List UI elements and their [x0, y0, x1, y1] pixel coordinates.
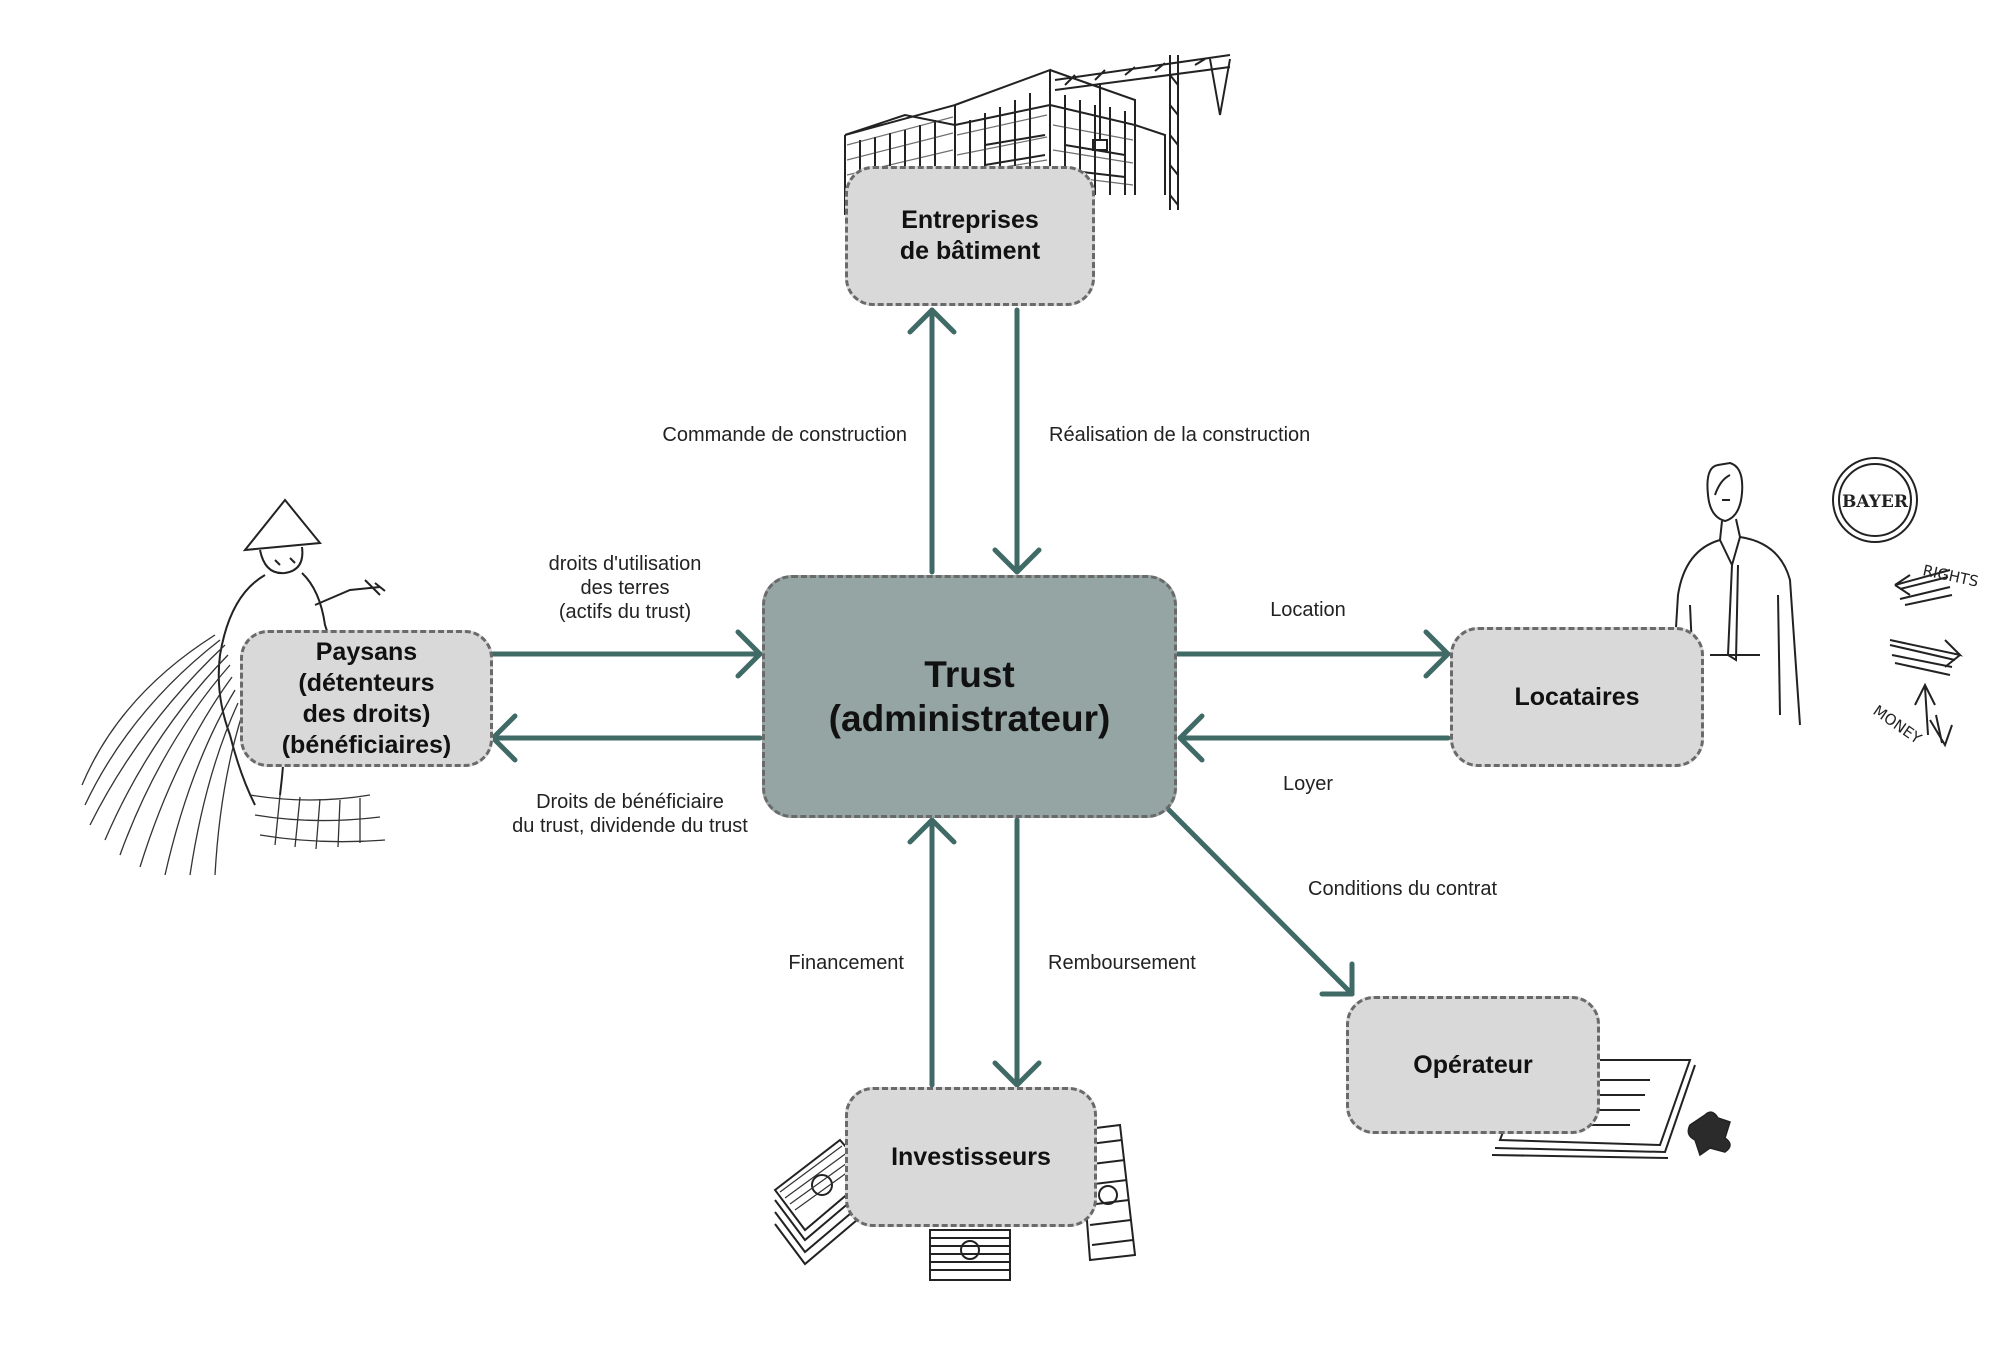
label-financement: Financement [788, 952, 904, 974]
label-realisation-construction: Réalisation de la construction [1049, 424, 1311, 446]
arrow-conditions-contrat [1164, 805, 1355, 997]
investisseurs-node: Investisseurs [845, 1087, 1097, 1227]
label-droits-utilisation: droits d'utilisation des terres [548, 553, 702, 599]
label-droits-beneficiaire: Droits de bénéficiaire du trust, dividen… [512, 791, 748, 837]
label-conditions-contrat: Conditions du contrat [1308, 878, 1498, 900]
paysans-node: Paysans (détenteurs des droits) (bénéfic… [240, 630, 493, 767]
label-commande-construction: Commande de construction [662, 424, 907, 446]
arrow-financement [907, 817, 957, 1088]
arrow-loyer [1177, 713, 1451, 763]
entreprises-node: Entreprises de bâtiment [845, 166, 1095, 306]
label-loyer: Loyer [1282, 773, 1334, 795]
locataires-node: Locataires [1450, 627, 1704, 767]
trust-node: Trust (administrateur) [762, 575, 1177, 818]
label-actifs-trust: (actifs du trust) [558, 601, 692, 623]
label-remboursement: Remboursement [1048, 952, 1196, 974]
arrow-commande-construction [907, 307, 957, 575]
operateur-node: Opérateur [1346, 996, 1600, 1134]
arrow-droits-utilisation [490, 629, 763, 679]
construction-sketch [835, 45, 1235, 215]
arrow-remboursement [992, 817, 1042, 1088]
businessman-sketch: BAYER RIGHTS MONEY [1660, 455, 1990, 775]
arrow-realisation-construction [992, 307, 1042, 575]
arrow-location [1175, 629, 1451, 679]
arrow-droits-beneficiaire [490, 713, 763, 763]
label-location: Location [1270, 599, 1346, 621]
bayer-logo-text: BAYER [1842, 492, 1909, 512]
